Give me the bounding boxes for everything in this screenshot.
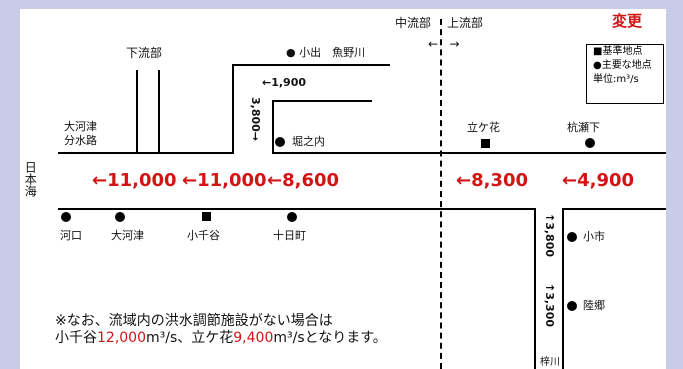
lower-bank <box>58 208 536 210</box>
main-point-rikugo-icon <box>567 301 577 311</box>
flow-tategahana: ←8,300 <box>456 170 529 191</box>
downstream-line-1 <box>136 70 138 153</box>
place-rikugo: 陸郷 <box>583 299 605 312</box>
place-ookouzu-bunsuiro-line1: 大河津 <box>64 120 97 133</box>
main-point-kuise-icon <box>585 138 595 148</box>
legend-standard-point: ■基準地点 <box>593 46 643 57</box>
legend: ■基準地点 ●主要な地点 単位:m³/s <box>586 44 664 104</box>
section-downstream: 下流部 <box>126 46 163 60</box>
section-upstream: 上流部 <box>447 16 484 30</box>
flow-koide: ←1,900 <box>262 76 307 89</box>
main-point-horinouchi-icon <box>275 137 285 147</box>
place-azusa: 梓川 <box>540 357 560 368</box>
upper-bank-left <box>58 152 234 154</box>
saigawa-right-bank <box>562 208 564 369</box>
upper-bank-right <box>272 152 666 154</box>
lower-bank-right <box>562 208 666 210</box>
place-ojiya: 小千谷 <box>187 229 220 242</box>
main-point-kakou-icon <box>61 212 71 222</box>
legend-unit: 単位:m³/s <box>593 74 639 85</box>
flow-kuise: ←4,900 <box>562 170 635 191</box>
standard-point-tategahana-icon <box>481 139 490 148</box>
diagram-title: 変更 <box>612 12 643 30</box>
uonogawa-inner-bank <box>272 100 372 102</box>
place-tategahana: 立ケ花 <box>467 121 500 134</box>
place-koichi: 小市 <box>583 230 605 243</box>
note-ojiya-flow: 12,000 <box>97 330 146 346</box>
uonogawa-left-bank <box>232 64 234 154</box>
place-kuise: 杭瀬下 <box>567 121 600 134</box>
note-tategahana-flow: 9,400 <box>233 330 274 346</box>
flow-uonogawa-side: 3,800→ <box>249 97 263 142</box>
flow-rikugo-side: ↑3,300 <box>543 283 557 328</box>
main-point-koichi-icon <box>567 232 577 242</box>
flow-river-mouth: ←11,000 <box>92 170 177 191</box>
place-ookouzu: 大河津 <box>111 229 144 242</box>
river-flow-diagram: 変更 ■基準地点 ●主要な地点 単位:m³/s 中流部 上流部 ← → 下流部 … <box>20 9 666 369</box>
note-ending: m³/sとなります。 <box>273 330 387 346</box>
flow-horinouchi: ←8,600 <box>267 170 340 191</box>
flow-koichi-side: ↑3,800 <box>543 213 557 258</box>
downstream-line-2 <box>158 70 160 153</box>
place-horinouchi: 堀之内 <box>292 135 325 148</box>
uonogawa-top-bank <box>232 64 390 66</box>
legend-main-point: ●主要な地点 <box>593 60 652 71</box>
section-arrows: ← → <box>428 37 460 51</box>
sea-label: 日本海 <box>23 161 38 197</box>
section-midstream: 中流部 <box>395 16 432 30</box>
place-kakou: 河口 <box>60 229 82 242</box>
note-line-2: 小千谷12,000m³/s、立ケ花9,400m³/sとなります。 <box>55 330 387 346</box>
place-tokamachi: 十日町 <box>273 229 306 242</box>
note-unit-tategahana: m³/s、立ケ花 <box>146 330 234 346</box>
section-boundary-line <box>440 19 442 369</box>
saigawa-left-bank <box>534 208 536 369</box>
main-point-tokamachi-icon <box>287 212 297 222</box>
note-ojiya: 小千谷 <box>55 330 97 346</box>
standard-point-ojiya-icon <box>202 212 211 221</box>
place-koide-uonogawa: ● 小出 魚野川 <box>286 46 366 59</box>
main-point-ookouzu-icon <box>115 212 125 222</box>
place-ookouzu-bunsuiro-line2: 分水路 <box>64 134 97 147</box>
flow-ojiya: ←11,000 <box>182 170 267 191</box>
note-line-1: ※なお、流域内の洪水調節施設がない場合は <box>55 313 333 329</box>
uonogawa-right-bank <box>272 100 274 154</box>
